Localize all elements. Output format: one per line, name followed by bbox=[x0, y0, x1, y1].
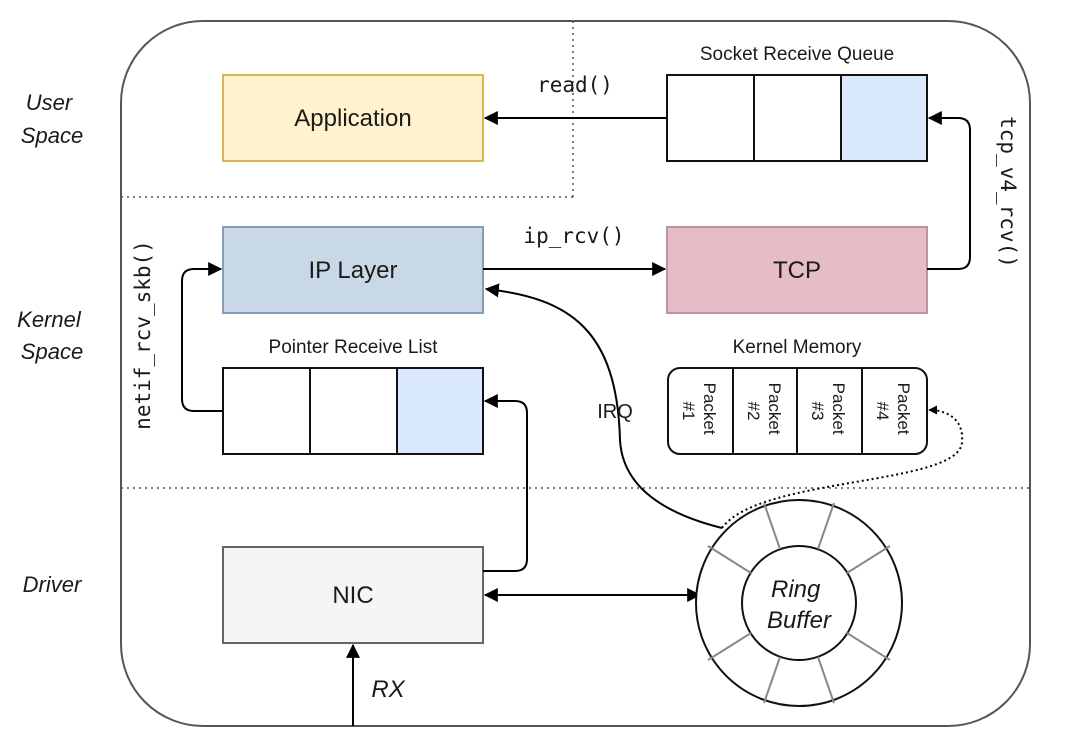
application-label: Application bbox=[294, 105, 411, 132]
ip-layer-label: IP Layer bbox=[309, 257, 398, 284]
tcp-v4-rcv-arrow bbox=[927, 111, 971, 270]
socket-receive-queue bbox=[666, 74, 928, 162]
netif-rcv-skb-arrow bbox=[181, 262, 223, 412]
pointer-receive-list bbox=[222, 367, 484, 455]
region-label-kernel-space: Kernel Space bbox=[17, 307, 87, 364]
pointer-receive-list-title: Pointer Receive List bbox=[269, 337, 439, 358]
nic-to-pointer-list-arrow bbox=[483, 394, 528, 572]
packet-1-label: Packet #1 bbox=[679, 383, 719, 440]
ip-layer-box bbox=[222, 226, 484, 314]
system-frame bbox=[120, 20, 1031, 727]
kernel-memory-title: Kernel Memory bbox=[733, 337, 862, 358]
tcp-box bbox=[666, 226, 928, 314]
region-label-user-space: User Space bbox=[21, 90, 83, 148]
ring-buffer-label: Ring Buffer bbox=[767, 576, 832, 634]
ring-buffer bbox=[695, 499, 903, 707]
nic-box bbox=[222, 546, 484, 644]
socket-receive-queue-title: Socket Receive Queue bbox=[700, 44, 894, 65]
ring-buffer-to-memory-arrow bbox=[721, 405, 964, 529]
packet-4-label: Packet #4 bbox=[873, 383, 913, 440]
netif-rcv-skb-label: netif_rcv_skb() bbox=[131, 240, 155, 430]
application-box bbox=[222, 74, 484, 162]
irq-label: IRQ bbox=[597, 401, 633, 423]
tcp-v4-rcv-label: tcp_v4_rcv() bbox=[996, 116, 1020, 268]
rx-label: RX bbox=[371, 676, 405, 703]
tcp-label: TCP bbox=[773, 257, 821, 284]
irq-arrow bbox=[484, 283, 723, 529]
packet-3-label: Packet #3 bbox=[808, 383, 848, 440]
packet-2-label: Packet #2 bbox=[744, 383, 784, 440]
read-label: read() bbox=[537, 73, 613, 97]
ip-rcv-label: ip_rcv() bbox=[523, 224, 624, 248]
region-label-driver: Driver bbox=[23, 572, 83, 597]
nic-label: NIC bbox=[332, 582, 373, 609]
